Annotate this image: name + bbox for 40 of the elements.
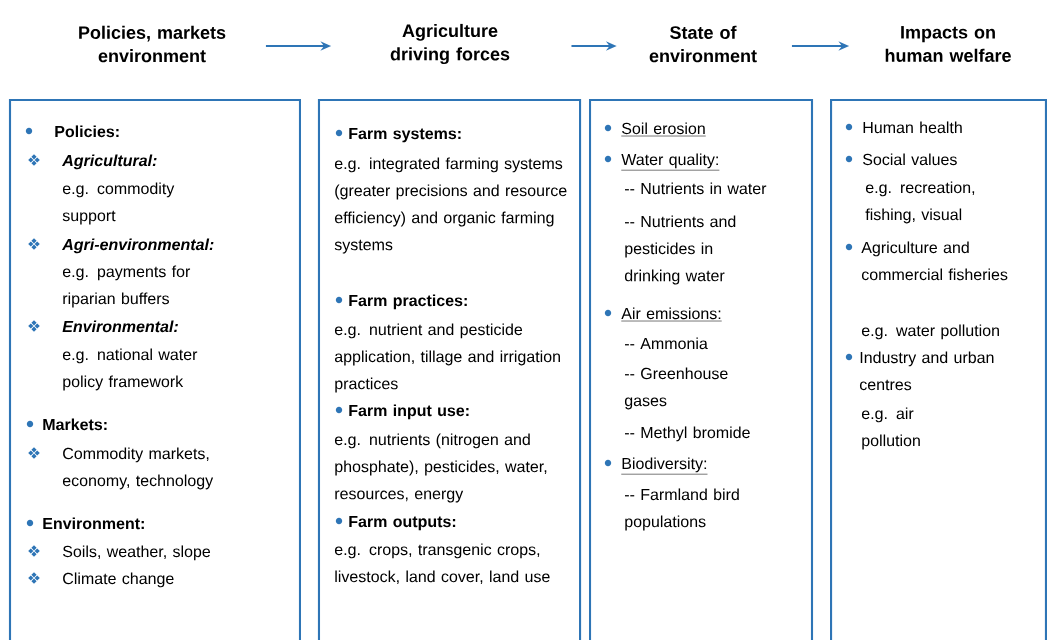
list-text: -- Nutrients and pesticides in drinking water [624,215,736,285]
list-text: e.g. payments for riparian buffers [62,265,191,308]
list-heading: Farm input use: [349,404,469,420]
column-heading: Policies, markets environment [79,25,226,63]
list-heading: Farm outputs: [349,516,456,531]
list-text: -- Ammonia [625,337,708,350]
list-text: e.g. commodity support [62,182,175,225]
list-heading: Farm systems: [349,128,461,143]
list-heading: Markets: [43,418,107,431]
column-heading: Impacts on human welfare [885,26,1011,62]
list-heading: Environment: [43,517,144,530]
list-heading: Environmental: [62,320,178,333]
list-heading: Agricultural: [61,154,157,170]
list-text: e.g. crops, transgenic crops, livestock, land cover, land use [334,543,550,585]
list-text: e.g. nutrient and pesticide application, tillage and irrigation practices [334,323,560,393]
list-text: Biodiversity: [621,457,708,475]
list-text: e.g. recreation, fishing, visual [865,181,975,224]
list-text: -- Methyl bromide [625,426,750,442]
list-text: Soils, weather, slope [63,545,211,561]
list-text: e.g. nutrients (nitrogen and phosphate), pesticides, water, resources, energy [334,433,547,503]
list-text: Social values [863,153,957,166]
list-heading: Farm practices: [349,294,467,310]
list-heading: Policies: [55,125,119,138]
list-text: Agriculture and commercial fisheries [861,241,1008,281]
list-text: -- Greenhouse gases [624,367,728,410]
list-text: e.g. air pollution [861,407,920,450]
list-text: Air emissions: [621,307,722,322]
list-text: e.g. integrated farming systems (greater precisions and resource efficiency) and organic farming systems [334,157,567,254]
list-text: Commodity markets, economy, technology [62,447,214,490]
column-heading: Agriculture driving forces [390,23,510,65]
list-text: Climate change [63,572,174,588]
list-text: e.g. water pollution [861,324,999,340]
list-text: Soil erosion [621,122,707,137]
list-text: Human health [863,121,962,134]
list-text: -- Nutrients in water [625,182,767,195]
list-text: -- Farmland bird populations [625,488,739,531]
column-heading: State of environment [649,25,757,63]
list-text: Water quality: [621,153,720,171]
list-text: e.g. national water policy framework [62,348,198,391]
list-heading: Agri-environmental: [61,238,214,254]
